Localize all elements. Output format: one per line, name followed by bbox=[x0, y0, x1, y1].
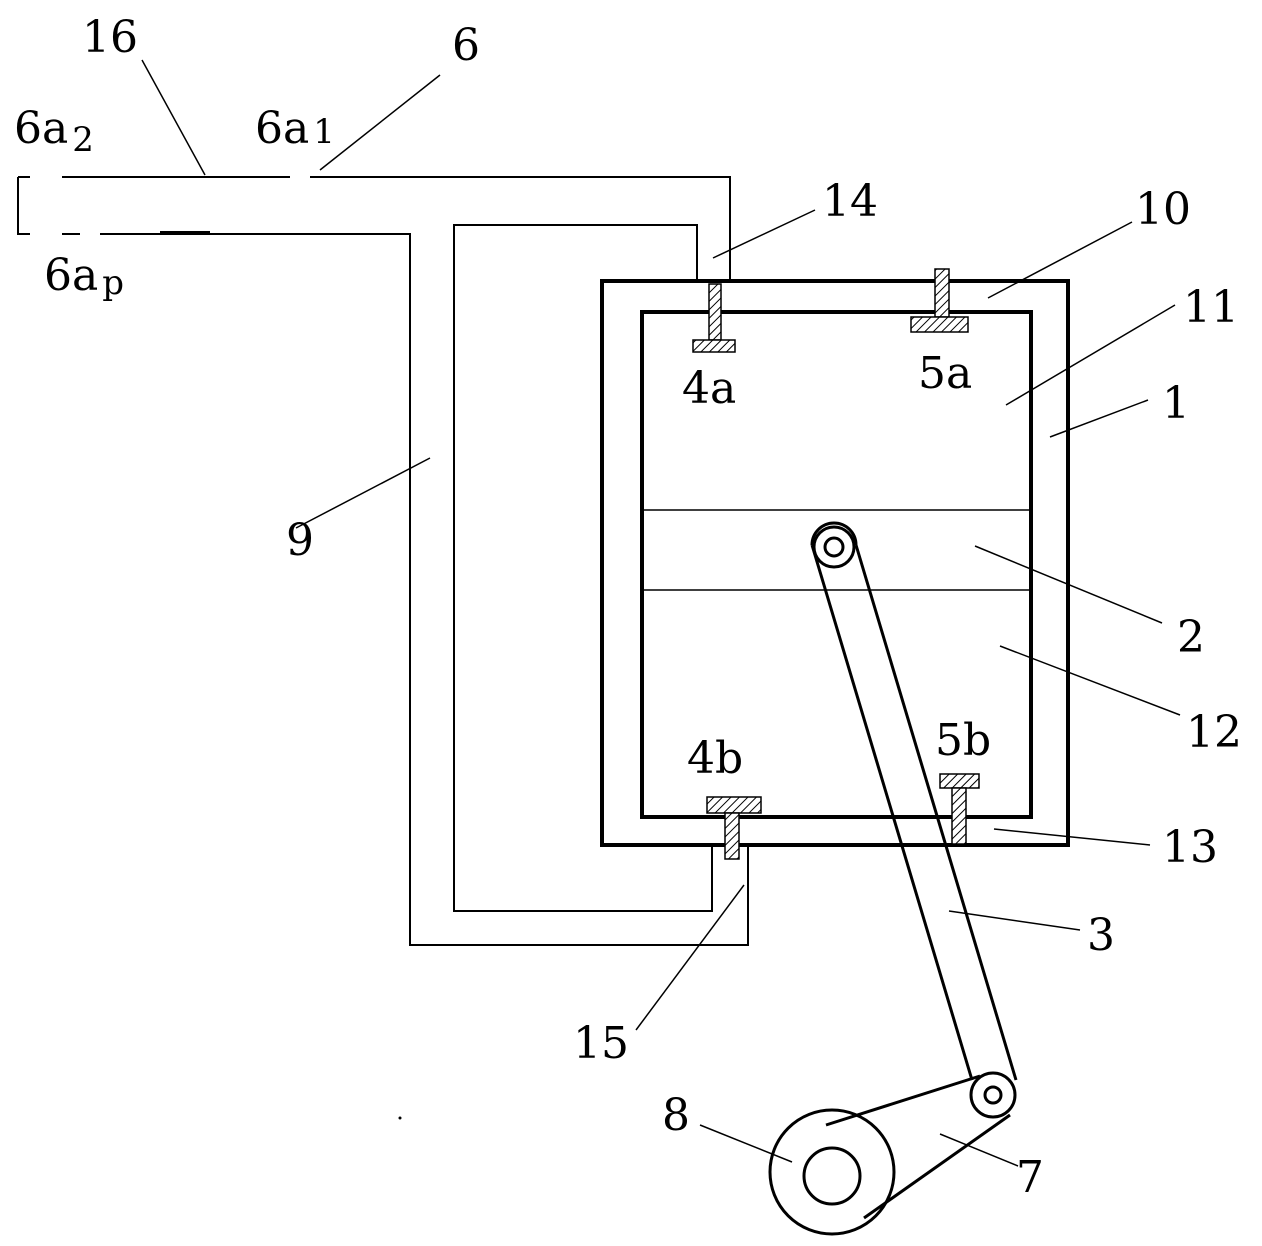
leader-lines bbox=[141, 59, 1181, 1167]
label-15: 15 bbox=[573, 1018, 629, 1069]
label-6a1-sub: 1 bbox=[313, 112, 335, 152]
valve-5a bbox=[910, 268, 969, 333]
crank-wheel bbox=[768, 1108, 896, 1236]
label-4a: 4a bbox=[682, 363, 736, 414]
label-14: 14 bbox=[822, 176, 878, 227]
label-5b: 5b bbox=[935, 715, 991, 766]
valve-4a bbox=[692, 283, 736, 353]
valve-4b bbox=[706, 796, 762, 860]
label-7: 7 bbox=[1016, 1152, 1044, 1203]
inner-cylinder bbox=[640, 310, 1033, 819]
label-6: 6 bbox=[452, 20, 480, 71]
label-3: 3 bbox=[1087, 910, 1115, 961]
wrist-pin bbox=[812, 525, 856, 569]
label-8: 8 bbox=[662, 1090, 690, 1141]
label-6a1-main: 6a bbox=[255, 103, 309, 154]
crank-arm bbox=[825, 1071, 1017, 1220]
label-5a: 5a bbox=[918, 348, 972, 399]
piston bbox=[642, 509, 1031, 591]
label-2: 2 bbox=[1177, 612, 1205, 663]
label-16: 16 bbox=[82, 12, 138, 63]
label-1: 1 bbox=[1162, 378, 1190, 429]
label-6a2-main: 6a bbox=[14, 103, 68, 154]
label-13: 13 bbox=[1162, 822, 1218, 873]
label-4b: 4b bbox=[687, 733, 743, 784]
pipe-6 bbox=[17, 176, 749, 946]
label-6a2-sub: 2 bbox=[72, 120, 94, 160]
pipe-9 bbox=[453, 224, 713, 912]
label-11: 11 bbox=[1183, 282, 1239, 333]
connecting-rod bbox=[810, 521, 1018, 1081]
outer-housing bbox=[600, 279, 1070, 847]
label-9: 9 bbox=[286, 515, 314, 566]
label-6ap-sub: p bbox=[102, 263, 124, 303]
stray-dot bbox=[398, 1116, 402, 1120]
label-10: 10 bbox=[1135, 184, 1191, 235]
valve-5b bbox=[939, 773, 980, 845]
label-6ap-main: 6a bbox=[44, 250, 98, 301]
label-12: 12 bbox=[1186, 707, 1242, 758]
